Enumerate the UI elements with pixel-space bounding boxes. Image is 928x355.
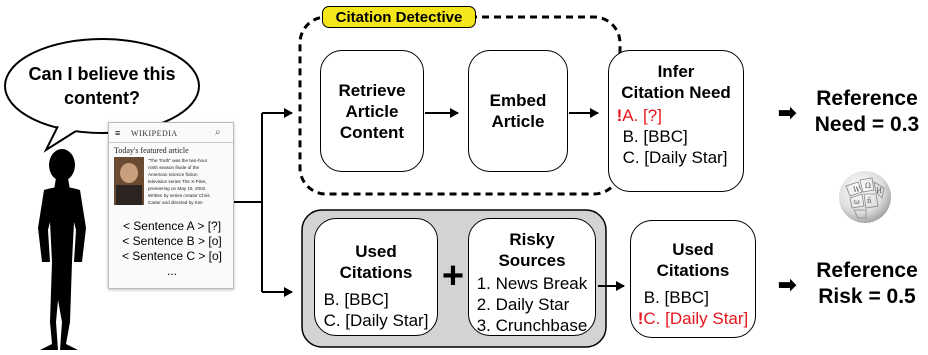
result-item-b: B. [BBC] (643, 288, 709, 307)
risky-sources-box: Risky Sources 1. News Break 2. Daily Sta… (468, 218, 596, 336)
wikipedia-phone-mockup: ≡ WIKIPEDIA ⌕ Today's featured article "… (108, 122, 234, 289)
plus-sign: + (441, 255, 465, 297)
svg-text:ñ: ñ (867, 197, 872, 205)
svg-text:И: И (876, 187, 882, 195)
person-silhouette-icon (38, 149, 86, 350)
article-text: "The Truth" was the two-hour ninth seaso… (148, 158, 210, 205)
used-item-c: C. [Daily Star] (323, 311, 429, 330)
result-used-citations-box: Used Citations B. [BBC] !C. [Daily Star] (630, 220, 756, 338)
sentence-a: < Sentence A > [?] (122, 219, 222, 233)
used-item-b: B. [BBC] (323, 290, 389, 309)
used-citations-box: Used Citations B. [BBC] C. [Daily Star] (314, 218, 438, 336)
reference-need-output: Reference Need = 0.3 (814, 87, 920, 136)
featured-heading: Today's featured article (114, 146, 189, 155)
svg-text:ω: ω (854, 198, 860, 206)
svg-text:W: W (853, 186, 861, 194)
retrieve-article-content-box: Retrieve Article Content (320, 50, 424, 172)
svg-text:Ω: Ω (865, 182, 871, 190)
result-item-c: !C. [Daily Star] (637, 309, 749, 328)
hamburger-menu-icon[interactable]: ≡ (115, 128, 121, 138)
infer-item-a: !A. [?] (616, 106, 662, 125)
risky-item-3: 3. Crunchbase (476, 316, 588, 335)
speech-bubble (4, 38, 200, 153)
citation-detective-label: Citation Detective (322, 6, 476, 28)
risk-arrow-icon: ➡ (778, 272, 797, 297)
article-photo (114, 157, 144, 205)
infer-item-b: B. [BBC] (622, 127, 688, 146)
sentence-list: < Sentence A > [?] < Sentence B > [o] < … (113, 219, 231, 279)
sentence-more: ... (166, 264, 177, 278)
speech-bubble-text: Can I believe this content? (28, 64, 176, 108)
infer-item-c: C. [Daily Star] (622, 148, 728, 167)
infer-citation-need-box: Infer Citation Need !A. [?] B. [BBC] C. … (608, 50, 744, 192)
sentence-b: < Sentence B > [o] (122, 234, 222, 248)
search-icon[interactable]: ⌕ (215, 127, 221, 138)
reference-risk-output: Reference Risk = 0.5 (816, 259, 918, 308)
wikipedia-globe-icon: W Ω И ω ñ (839, 171, 891, 223)
embed-article-box: Embed Article (468, 50, 568, 172)
sentence-c: < Sentence C > [o] (121, 249, 223, 263)
wiki-brand: WIKIPEDIA (131, 129, 178, 138)
risky-item-1: 1. News Break (476, 274, 588, 293)
need-arrow-icon: ➡ (778, 100, 797, 125)
risky-item-2: 2. Daily Star (476, 295, 570, 314)
